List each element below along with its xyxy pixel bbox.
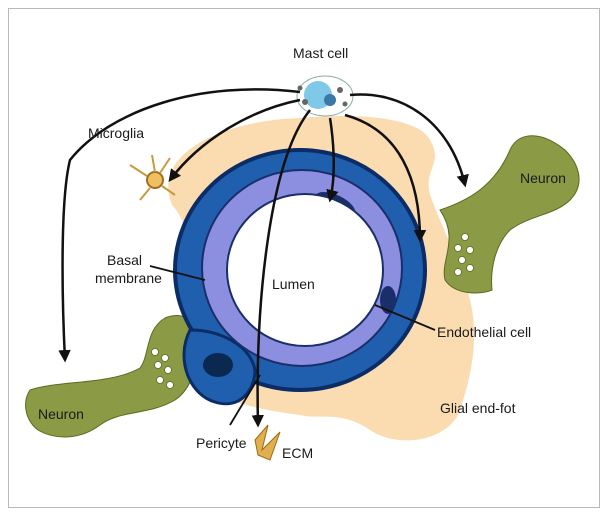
neuron-right-label: Neuron xyxy=(520,170,566,186)
microglia xyxy=(130,155,175,200)
basal-membrane-label-2: membrane xyxy=(95,270,162,286)
basal-membrane-label-1: Basal xyxy=(107,252,142,268)
pericyte-label: Pericyte xyxy=(196,435,247,451)
endothelial-cell-label: Endothelial cell xyxy=(437,324,531,340)
microglia-label: Microglia xyxy=(88,125,144,141)
lumen-label: Lumen xyxy=(272,276,315,292)
mast-cell xyxy=(297,76,353,116)
lumen xyxy=(227,194,383,346)
neuron-left-label: Neuron xyxy=(38,406,84,422)
glial-end-foot-label: Glial end-fot xyxy=(440,400,515,416)
mast-cell-label: Mast cell xyxy=(293,45,348,61)
ecm-label: ECM xyxy=(282,445,313,461)
ecm xyxy=(255,425,280,460)
